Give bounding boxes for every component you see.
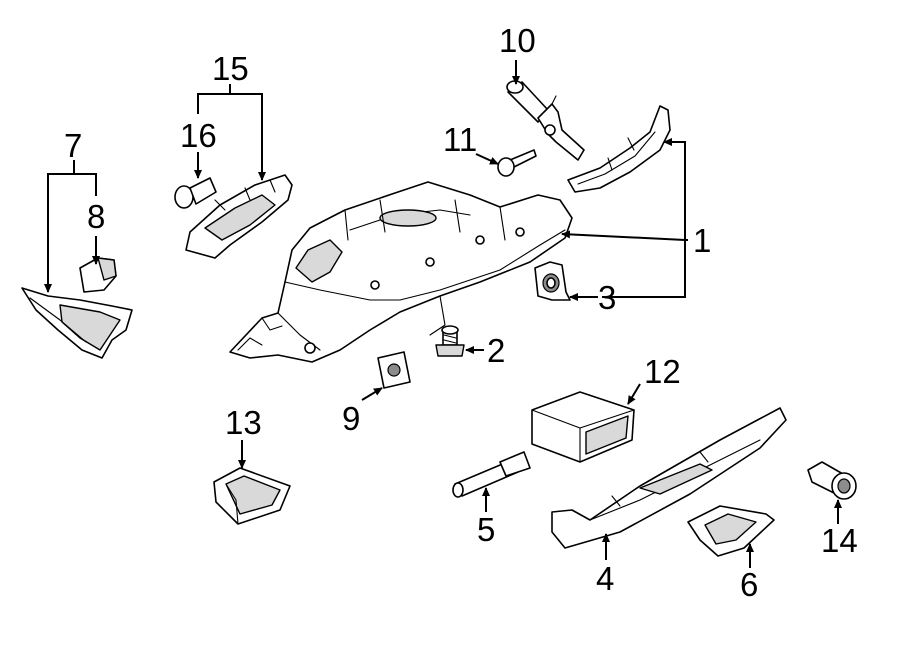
callout-1: 1: [693, 222, 711, 259]
callout-15: 15: [212, 50, 249, 87]
callout-labels: 1 2 3 4 5 6 7 8 9 10 11 12 13 14 15 16: [64, 22, 858, 603]
callout-14: 14: [821, 522, 858, 559]
part-15-lamp-assembly: [185, 174, 293, 259]
part-5-rod: [452, 451, 531, 498]
part-14-cylinder: [807, 461, 857, 500]
callout-5: 5: [477, 511, 495, 548]
part-4-door: [551, 407, 787, 549]
callout-7: 7: [64, 127, 82, 164]
callout-11: 11: [443, 121, 477, 158]
part-1-glove-box-housing: [229, 181, 573, 363]
callout-16: 16: [180, 117, 217, 154]
part-9-clip-nut: [377, 351, 411, 389]
part-3-latch: [534, 261, 571, 301]
callout-12: 12: [644, 353, 681, 390]
callout-2: 2: [487, 332, 505, 369]
part-2-screw: [435, 325, 465, 357]
part-8-lamp: [79, 257, 117, 293]
part-10-damper: [506, 80, 585, 161]
callout-10: 10: [499, 22, 536, 59]
leader-lines: [44, 60, 842, 568]
part-1-upper-trim: [567, 105, 671, 193]
part-12-pocket-box: [531, 391, 635, 463]
callout-9: 9: [342, 400, 360, 437]
callout-13: 13: [225, 404, 262, 441]
part-13-storage-bin: [213, 467, 291, 525]
part-16-bulb: [174, 177, 217, 209]
callout-6: 6: [740, 566, 758, 603]
callout-4: 4: [596, 560, 614, 597]
part-11-pin: [497, 149, 537, 177]
part-6-lock: [687, 505, 775, 557]
part-7-side-panel: [21, 287, 133, 359]
callout-8: 8: [87, 198, 105, 235]
callout-3: 3: [598, 279, 616, 316]
